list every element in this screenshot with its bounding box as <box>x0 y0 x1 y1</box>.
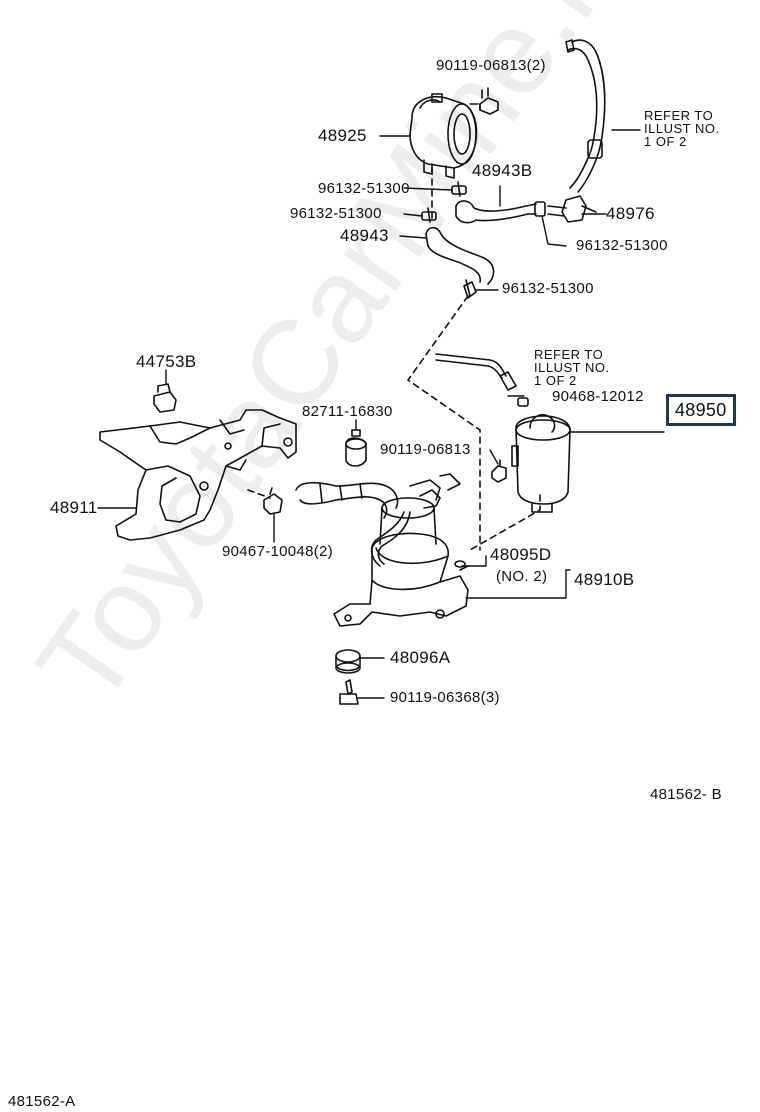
clamp-90467 <box>263 487 283 515</box>
label-48925: 48925 <box>318 126 367 145</box>
pump-48910B <box>333 473 469 627</box>
leader-lines <box>97 103 665 699</box>
label-48910B: 48910B <box>574 570 635 589</box>
label-48943: 48943 <box>340 226 389 245</box>
label-48096A: 48096A <box>390 648 451 667</box>
solenoid-48925 <box>409 93 478 179</box>
label-48911: 48911 <box>50 498 98 517</box>
label-90468-12012: 90468-12012 <box>552 388 644 405</box>
label-48095D: 48095D <box>490 545 552 564</box>
bolt-90119-06368 <box>339 679 359 705</box>
label-refer-illust-2: REFER TO ILLUST NO. 1 OF 2 <box>534 347 610 388</box>
pipe-refer-2 <box>435 353 517 391</box>
label-90119-06368-3: 90119-06368(3) <box>390 689 500 706</box>
label-48943B: 48943B <box>472 161 533 180</box>
label-90119-06813: 90119-06813 <box>380 441 471 458</box>
label-90467-10048-2: 90467-10048(2) <box>222 543 333 560</box>
label-96132-51300-a: 96132-51300 <box>318 180 410 197</box>
hose-48943 <box>425 226 495 285</box>
label-no-2: (NO. 2) <box>496 568 548 585</box>
label-refer-illust-1: REFER TO ILLUST NO. 1 OF 2 <box>644 108 720 149</box>
sensor-44753B <box>153 383 177 413</box>
bolt-90119-06813-top <box>479 87 499 115</box>
clips-96132 <box>421 181 477 299</box>
dashed-lines <box>247 167 541 551</box>
label-96132-51300-b: 96132-51300 <box>290 205 382 222</box>
hose-48943B <box>455 200 537 224</box>
label-44753B: 44753B <box>136 352 197 371</box>
figure-ref-b: 481562- B <box>650 786 722 803</box>
figure-ref-a: 481562-A <box>8 1093 76 1110</box>
label-96132-51300-c: 96132-51300 <box>576 237 668 254</box>
mount-48096A <box>335 649 361 674</box>
connector-48976 <box>534 195 597 223</box>
label-90119-06813-2: 90119-06813(2) <box>436 57 546 74</box>
label-82711-16830: 82711-16830 <box>302 403 393 420</box>
hose-top-right <box>565 39 606 193</box>
label-96132-51300-d: 96132-51300 <box>502 280 594 297</box>
bracket-48911 <box>99 409 297 541</box>
reservoir-48950 <box>511 397 571 513</box>
bolt-90119-06813 <box>491 459 507 483</box>
label-48950-highlighted: 48950 <box>666 394 736 426</box>
label-48976: 48976 <box>606 204 655 223</box>
